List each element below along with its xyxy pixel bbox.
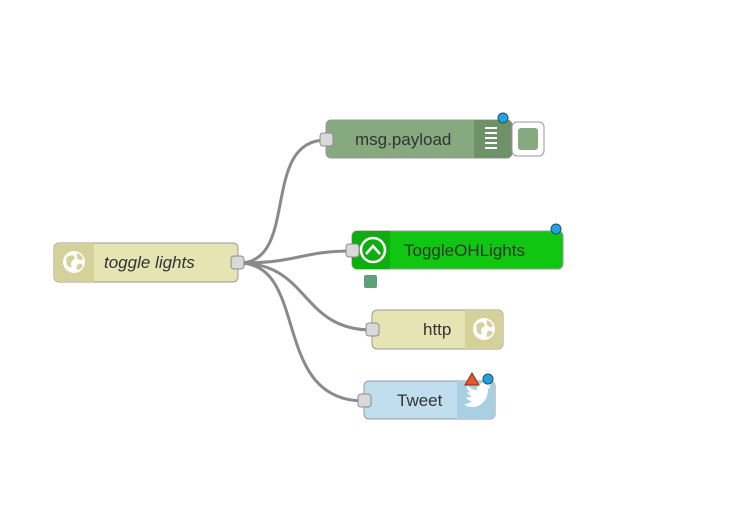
wire-to-debug[interactable] (238, 138, 327, 265)
http-node-label: http (423, 320, 451, 339)
twitter-status-dot (482, 373, 494, 385)
globe-icon (473, 318, 495, 340)
globe-icon (63, 251, 85, 273)
wires (238, 138, 373, 403)
debug-input-port[interactable] (319, 132, 334, 147)
twitter-bird-icon (464, 383, 491, 408)
openhab-node-toggle-oh-lights[interactable]: ToggleOHLights (345, 223, 564, 288)
openhab-icon (359, 236, 387, 264)
openhab-status-dot (550, 223, 562, 235)
openhab-input-port[interactable] (345, 243, 360, 258)
openhab-status-badge (364, 275, 377, 288)
wire-to-twitter[interactable] (238, 261, 365, 403)
openhab-node-label: ToggleOHLights (404, 241, 525, 260)
list-lines-icon (485, 127, 497, 149)
twitter-node-label: Tweet (397, 391, 443, 410)
warning-triangle-icon (464, 372, 480, 386)
wire-to-openhab[interactable] (238, 249, 353, 265)
inject-output-port[interactable] (230, 255, 245, 270)
debug-node-label: msg.payload (355, 130, 451, 149)
wire-to-http[interactable] (238, 261, 373, 332)
inject-node-toggle-lights[interactable]: toggle lights (53, 242, 245, 283)
debug-status-dot (497, 112, 509, 124)
twitter-input-port[interactable] (357, 393, 372, 408)
debug-node-msg-payload[interactable]: msg.payload (319, 112, 545, 159)
inject-node-label: toggle lights (104, 253, 195, 272)
debug-toggle-inner (518, 128, 538, 150)
twitter-node-tweet[interactable]: Tweet (357, 372, 496, 420)
http-node[interactable]: http (365, 309, 504, 350)
http-input-port[interactable] (365, 322, 380, 337)
